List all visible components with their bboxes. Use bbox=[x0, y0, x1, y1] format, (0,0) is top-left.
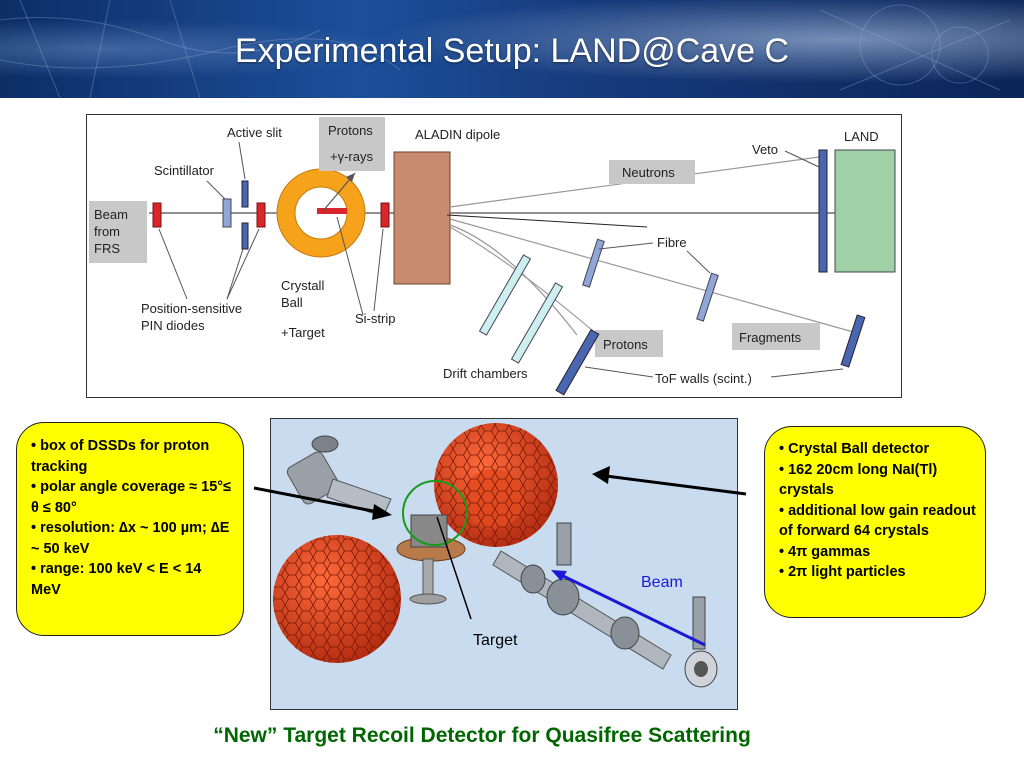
protons-box-label: Protons bbox=[603, 337, 648, 352]
beam-source-box: Beam from FRS bbox=[89, 201, 147, 263]
tracker-bullet-3: • resolution: ∆x ~ 100 µm; ∆E ~ 50 keV bbox=[31, 520, 230, 557]
fragments-box bbox=[732, 323, 820, 350]
crystal-bullet-5: • 2π light particles bbox=[779, 564, 906, 580]
protons-gamma-box: Protons +γ-rays bbox=[319, 117, 385, 171]
target-leader bbox=[336, 216, 364, 316]
target-highlight-circle bbox=[402, 480, 468, 546]
tracker-bullet-1: • box of DSSDs for proton tracking bbox=[31, 438, 210, 475]
beam-source-line-2: from bbox=[94, 224, 120, 239]
pin-diodes-line-2: PIN diodes bbox=[141, 318, 205, 333]
beam-direction-arrow bbox=[556, 571, 706, 647]
pin-diodes-line-1: Position-sensitive bbox=[141, 301, 242, 316]
si-strip-detector bbox=[380, 202, 390, 228]
protons-box bbox=[595, 330, 663, 357]
slide-title: Experimental Setup: LAND@Cave C bbox=[234, 32, 790, 70]
pin-leader-1 bbox=[158, 228, 188, 300]
fragments-label: Fragments bbox=[739, 330, 802, 345]
crystal-ball-hemisphere-left bbox=[273, 535, 401, 663]
active-slit-label: Active slit bbox=[227, 125, 282, 140]
setup-schematic: Beam from FRS Protons +γ-rays ALADIN dip… bbox=[86, 114, 902, 398]
tracker-bullet-2: • polar angle coverage ≈ 15°≤ θ ≤ 80° bbox=[31, 479, 232, 516]
active-slit-leader bbox=[238, 141, 246, 180]
target-pointer-label: Target bbox=[473, 632, 518, 649]
si-strip-leader bbox=[373, 228, 384, 312]
beam-source-line-3: FRS bbox=[94, 241, 120, 256]
protons-gamma-line-1: Protons bbox=[328, 123, 373, 138]
drift-chamber-1 bbox=[478, 254, 532, 336]
scintillator-detector bbox=[222, 198, 232, 228]
pin-diode-2 bbox=[256, 202, 266, 228]
scintillator-leader bbox=[206, 180, 226, 200]
land-label: LAND bbox=[844, 129, 879, 144]
drift-chambers-label: Drift chambers bbox=[443, 366, 528, 381]
tof-wall-2 bbox=[840, 314, 866, 368]
vacuum-flange-left bbox=[286, 435, 392, 518]
pin-leader-2 bbox=[226, 228, 260, 300]
beam-source-line-1: Beam bbox=[94, 207, 128, 222]
crystal-ball-line-2: Ball bbox=[281, 295, 303, 310]
active-slit-upper bbox=[241, 180, 249, 208]
crystal-bullet-3: • additional low gain readout of forward… bbox=[779, 502, 976, 540]
protons-gamma-line-2: +γ-rays bbox=[330, 149, 373, 164]
fibre-label: Fibre bbox=[657, 235, 687, 250]
fibre-detector-2 bbox=[696, 272, 719, 322]
active-slit-lower bbox=[241, 222, 249, 250]
si-strip-label: Si-strip bbox=[355, 311, 395, 326]
veto-wall bbox=[818, 149, 828, 273]
particle-trajectories bbox=[449, 156, 858, 344]
beam-arrow-head bbox=[551, 570, 567, 581]
target-label: +Target bbox=[281, 325, 325, 340]
crystal-ball-callout: • Crystal Ball detector • 162 20cm long … bbox=[764, 426, 986, 618]
fibre-leader-2 bbox=[686, 250, 711, 274]
veto-label: Veto bbox=[752, 142, 778, 157]
pin-diode-1 bbox=[152, 202, 162, 228]
tracker-bullet-4: • range: 100 keV < E < 14 MeV bbox=[31, 561, 202, 598]
target-pointer bbox=[436, 516, 472, 620]
drift-chamber-2 bbox=[510, 282, 564, 364]
crystal-ball-line-1: Crystall bbox=[281, 278, 324, 293]
pin-leader-3 bbox=[226, 248, 244, 300]
veto-leader bbox=[784, 150, 820, 168]
aladin-dipole bbox=[393, 151, 451, 285]
detector-photo: Beam Target bbox=[270, 418, 738, 710]
beam-label: Beam bbox=[641, 574, 683, 591]
tof-leader-1 bbox=[584, 366, 654, 378]
tof-wall-1 bbox=[555, 329, 600, 396]
scintillator-label: Scintillator bbox=[154, 163, 215, 178]
tof-leader-2 bbox=[770, 368, 844, 378]
crystal-bullet-4: • 4π gammas bbox=[779, 543, 871, 560]
fibre-detector-1 bbox=[582, 238, 605, 288]
crystal-bullet-2: • 162 20cm long NaI(Tl) crystals bbox=[779, 461, 938, 499]
neutrons-label: Neutrons bbox=[622, 165, 675, 180]
land-detector bbox=[834, 149, 896, 273]
slide-caption: “New” Target Recoil Detector for Quasifr… bbox=[213, 724, 751, 747]
header-banner: Experimental Setup: LAND@Cave C bbox=[0, 0, 1024, 98]
fibre-leader-1 bbox=[598, 242, 654, 250]
aladin-label: ALADIN dipole bbox=[415, 127, 500, 142]
tof-walls-label: ToF walls (scint.) bbox=[655, 371, 752, 386]
target-marker bbox=[317, 208, 347, 214]
tracker-callout: • box of DSSDs for proton tracking • pol… bbox=[16, 422, 244, 636]
header-background bbox=[0, 0, 1024, 98]
beam-line-pipe bbox=[492, 522, 718, 688]
crystal-bullet-1: • Crystal Ball detector bbox=[779, 441, 930, 457]
crystal-ball-hemisphere-right bbox=[434, 423, 558, 547]
neutrons-box bbox=[609, 160, 695, 184]
fragment-line bbox=[446, 214, 648, 228]
gamma-arrow-head bbox=[346, 173, 355, 182]
